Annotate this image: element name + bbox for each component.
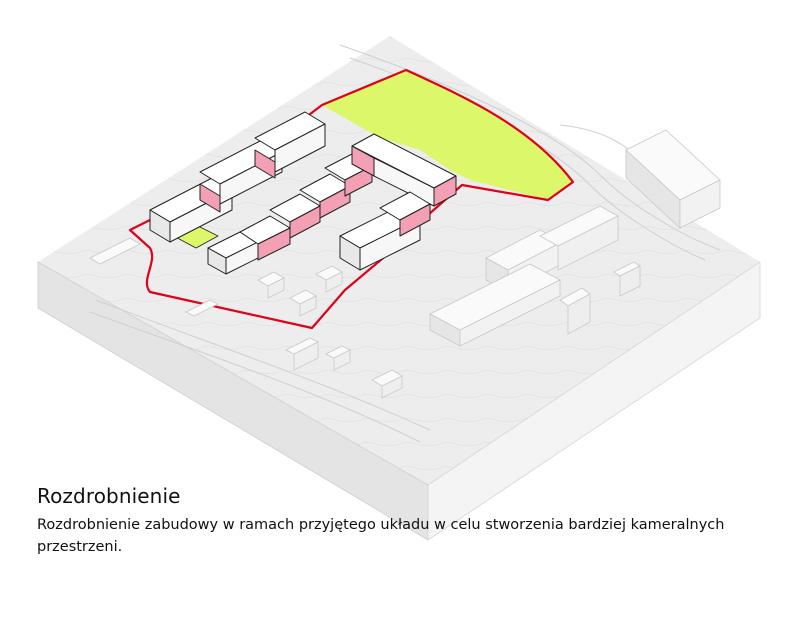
highlight-block <box>344 165 373 197</box>
caption-description: Rozdrobnienie zabudowy w ramach przyjęte… <box>37 517 725 555</box>
site-boundary <box>128 68 575 330</box>
caption: Rozdrobnienie Rozdrobnienie zabudowy w r… <box>37 484 757 558</box>
highlight-block <box>289 205 321 239</box>
terrain-block <box>37 36 761 541</box>
road-network <box>89 44 721 443</box>
caption-title: Rozdrobnienie <box>37 484 181 508</box>
terrain-contours <box>38 36 760 485</box>
highlight-block <box>433 175 457 207</box>
highlight-block <box>257 227 291 261</box>
green-area <box>322 70 573 200</box>
building-blocks <box>149 111 457 275</box>
highlight-block <box>399 203 431 237</box>
highlight-block <box>199 183 221 213</box>
terrain-side-front <box>427 261 761 541</box>
highlight-block <box>254 149 276 179</box>
context-buildings <box>89 129 721 399</box>
highlight-block <box>319 185 351 219</box>
